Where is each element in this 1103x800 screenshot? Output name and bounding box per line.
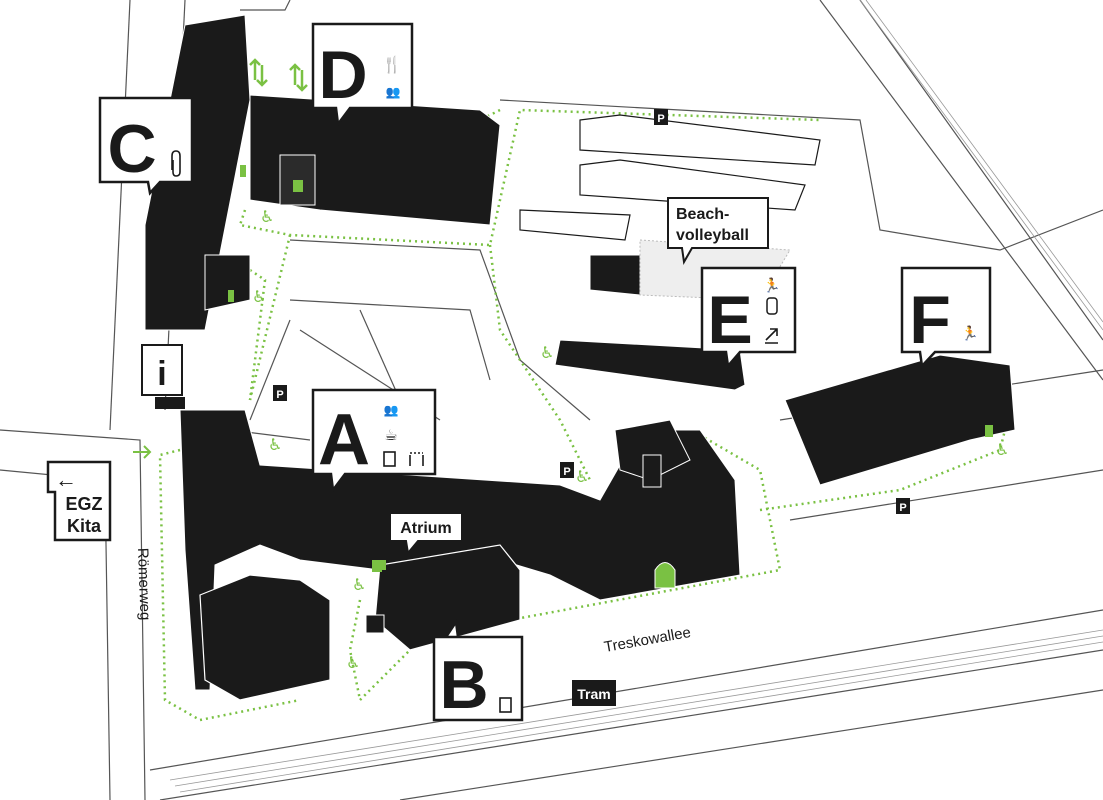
info-icon: i: [157, 355, 166, 393]
parking-sign-3: P: [560, 462, 574, 478]
sign-building-e[interactable]: E 🏃: [700, 266, 797, 369]
building-b-entrance: [365, 614, 385, 634]
street-edge: [859, 0, 1103, 341]
sign-building-c[interactable]: C: [98, 96, 194, 196]
street-edge: [289, 239, 591, 421]
building-a-spire: [642, 454, 662, 488]
label-atrium[interactable]: Atrium: [389, 512, 463, 556]
tram-tracks: [169, 0, 1103, 793]
sign-building-b[interactable]: B: [432, 618, 524, 723]
wheelchair-icon: ♿: [260, 207, 274, 226]
building-a-tower: [614, 419, 691, 481]
street-edge: [109, 0, 131, 431]
sign-f-letter: F: [909, 282, 951, 358]
street-edge: [399, 689, 1103, 800]
tram-text: Tram: [577, 686, 610, 702]
svg-text:P: P: [899, 502, 906, 514]
street-edge: [289, 299, 491, 381]
street-edge: [249, 319, 291, 421]
running-icon: 🏃: [763, 277, 780, 294]
building-f[interactable]: [784, 354, 1016, 486]
street-edge: [789, 469, 1103, 521]
sign-egz-kita[interactable]: ← EGZ Kita: [46, 460, 112, 542]
group-icon: 👥: [384, 403, 399, 417]
building-b-door: [372, 560, 382, 572]
parking-sign-4: P: [896, 498, 910, 514]
elevator-arrows: [249, 58, 308, 92]
street-edge: [240, 0, 291, 11]
building-b[interactable]: [365, 544, 521, 651]
door-markers: [228, 165, 386, 570]
wheelchair-icon: ♿: [268, 435, 282, 454]
building-a-wing: [199, 574, 331, 701]
street-edge: [159, 649, 1103, 800]
coffee-icon: ☕: [384, 426, 397, 444]
atrium-text: Atrium: [400, 520, 452, 537]
street-edge: [0, 429, 146, 800]
building-f-block: [784, 354, 1016, 486]
building-e-small: [589, 254, 641, 296]
street-edge: [819, 0, 1103, 381]
building-d[interactable]: [249, 94, 501, 226]
wheelchair-icon: ♿: [352, 575, 366, 594]
running-icon: 🏃: [961, 325, 978, 342]
wheelchair-icon: ♿: [575, 467, 589, 486]
building-d-door: [293, 180, 303, 192]
beach-text-2: volleyball: [676, 227, 749, 244]
sign-building-d[interactable]: D 🍴 👥: [311, 22, 414, 128]
svg-text:P: P: [563, 466, 570, 478]
group-icon: 👥: [386, 85, 401, 99]
book-icon: [499, 697, 512, 713]
sign-b-letter: B: [439, 647, 488, 723]
wheelchair-icon: ♿: [540, 343, 554, 362]
street-label-treskowallee: Treskowallee: [603, 624, 692, 656]
beach-text-1: Beach-: [676, 206, 729, 223]
accessible-paths: [158, 108, 1007, 722]
svg-text:P: P: [657, 113, 664, 125]
info-counter-icon: [409, 452, 424, 466]
info-box: [141, 344, 183, 396]
sign-e-letter: E: [707, 282, 752, 358]
book-icon: [383, 451, 396, 467]
elevator-icon: [289, 63, 308, 92]
sign-d-letter: D: [318, 37, 367, 113]
wheelchair-icon: ♿: [346, 653, 360, 672]
building-f-door: [985, 425, 993, 437]
street-label-roemerweg: Römerweg: [134, 548, 154, 621]
arrow-left-icon: ←: [55, 467, 77, 492]
cutlery-icon: 🍴: [382, 55, 402, 74]
wheelchair-icon: ♿: [252, 287, 266, 306]
building-a-portal: [654, 562, 676, 589]
elevator-icon: [249, 58, 268, 87]
sign-building-f[interactable]: F 🏃: [900, 266, 992, 369]
parking-markers: P P P P: [273, 109, 910, 514]
egz-text: EGZ: [65, 494, 102, 514]
sign-building-a[interactable]: A 👥 ☕: [311, 388, 437, 494]
info-point[interactable]: i: [141, 344, 185, 409]
street-edge: [149, 609, 1103, 771]
fitness-icon: [766, 297, 778, 315]
building-a[interactable]: [179, 409, 741, 701]
sign-c-letter: C: [107, 111, 156, 187]
kita-text: Kita: [67, 516, 102, 536]
sign-a-letter: A: [318, 400, 370, 480]
external-link-icon: [765, 328, 778, 344]
paperclip-icon: [171, 150, 181, 177]
label-tram[interactable]: Tram: [572, 680, 616, 706]
svg-text:P: P: [276, 389, 283, 401]
info-desk: [155, 397, 185, 409]
entrance-arrow: [133, 445, 152, 459]
wheelchair-icons: ♿ ♿ ♿ ♿ ♿ ♿ ♿ ♿: [252, 207, 1009, 672]
street-edge: [359, 309, 401, 401]
parking-sign-1: P: [654, 109, 668, 125]
building-c-annex: [204, 254, 251, 311]
parking-sign-2: P: [273, 385, 287, 401]
wheelchair-icon: ♿: [995, 440, 1009, 459]
label-beachvolleyball[interactable]: Beach- volleyball: [667, 197, 769, 266]
